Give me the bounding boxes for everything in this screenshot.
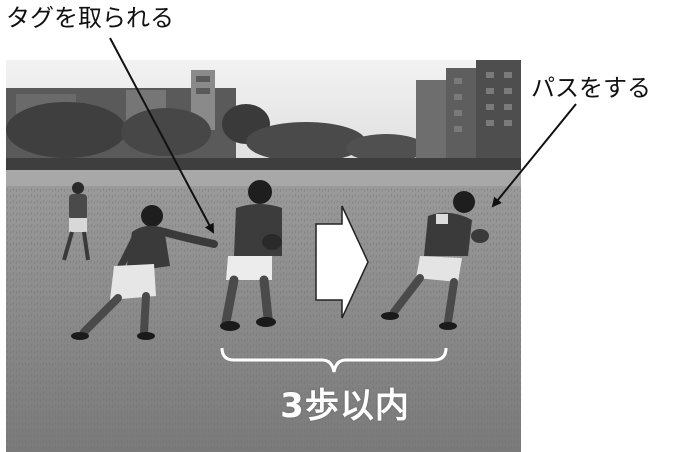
direction-arrow-icon bbox=[315, 205, 369, 319]
pass-caption: パスをする bbox=[531, 74, 651, 102]
rugby-photo bbox=[6, 60, 521, 452]
player-passer bbox=[381, 191, 489, 330]
tag-taken-caption: タグを取られる bbox=[6, 4, 174, 32]
step-limit-label: 3歩以内 bbox=[280, 386, 410, 426]
pass-pointer-arrow bbox=[491, 103, 577, 208]
player-tagger bbox=[71, 205, 218, 340]
step-range-brace bbox=[220, 347, 448, 373]
rugby-photo-image bbox=[6, 60, 521, 452]
player-ball-carrier bbox=[220, 180, 282, 331]
tag-pointer-arrow bbox=[109, 37, 214, 234]
player-far-left bbox=[62, 182, 90, 261]
